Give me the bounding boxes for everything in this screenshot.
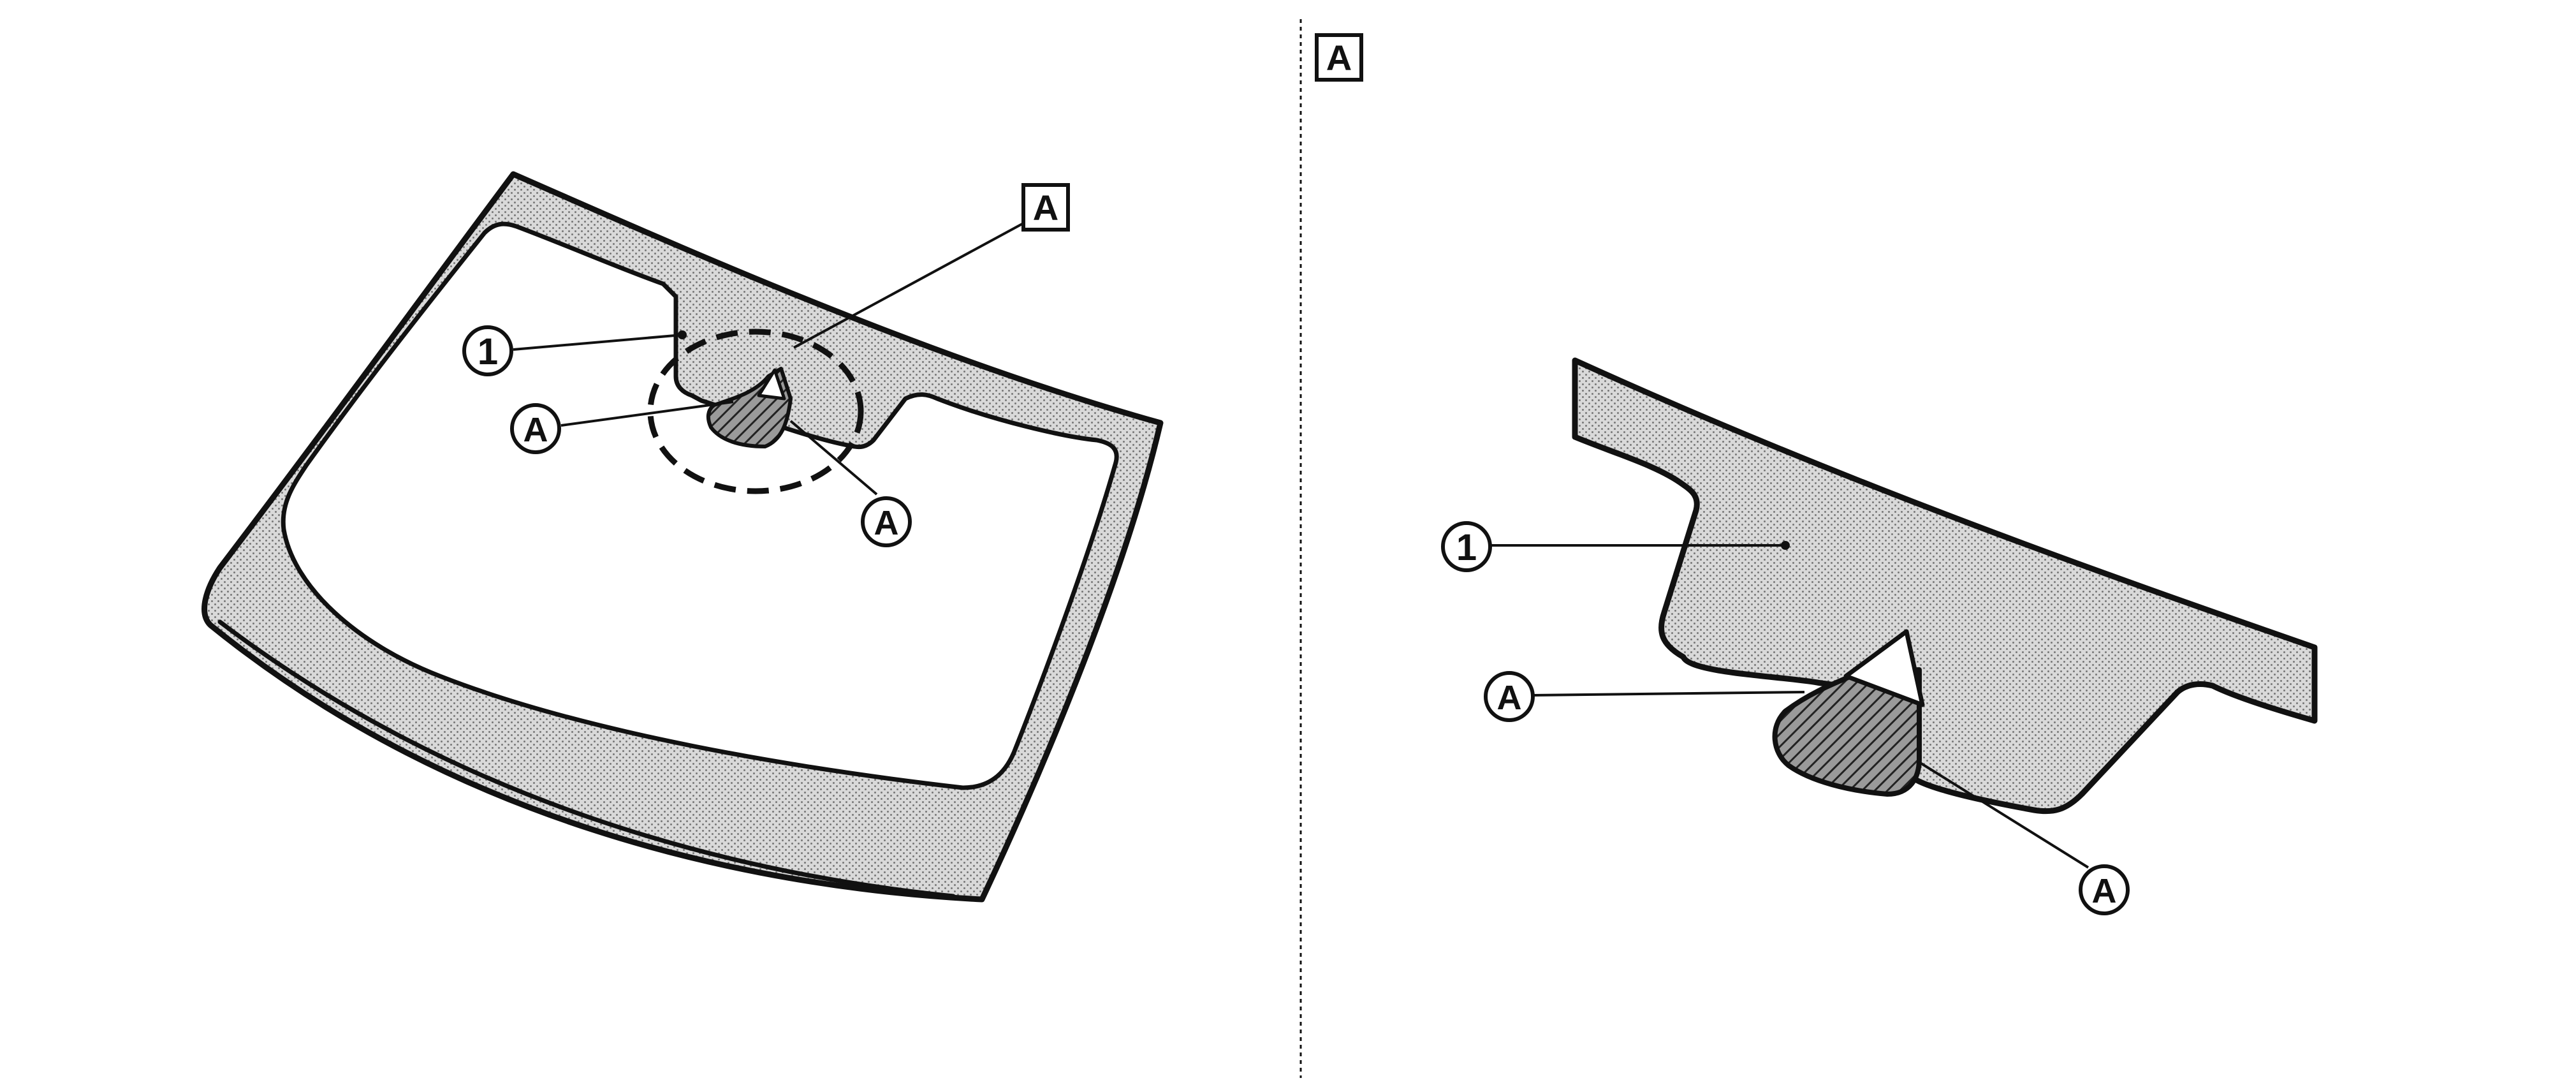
detail-callout-area-a-right-text: A (2092, 872, 2117, 910)
callout-area-a-right-text: A (874, 504, 899, 542)
leader-area-a-right (789, 420, 878, 496)
detail-box-label-text: A (1033, 188, 1058, 228)
detail-ceramic-band (1572, 357, 2318, 815)
windshield-lower-edge (217, 619, 956, 899)
leader-area-a-left (560, 401, 734, 427)
detail-box-label: A (1021, 183, 1070, 232)
detail-callout-area-a-left: A (1484, 671, 1535, 722)
leader-detail-box (793, 222, 1024, 349)
callout-area-a-left-text: A (523, 411, 548, 449)
detail-callout-part-1: 1 (1441, 521, 1492, 572)
sensor-triangle (757, 368, 786, 401)
detail-sensor-triangle (1843, 629, 1925, 707)
callout-area-a-right: A (861, 496, 912, 547)
detail-circle (647, 328, 864, 494)
detail-leader-dot-part-1 (1781, 541, 1790, 550)
callout-part-1-text: 1 (478, 331, 498, 373)
detail-header-label-text: A (1326, 38, 1352, 78)
windshield-overview: A 1 A A (201, 171, 1164, 903)
detail-callout-area-a-right: A (2079, 864, 2130, 915)
detail-callout-part-1-text: 1 (1456, 527, 1477, 568)
callout-area-a-left: A (510, 403, 561, 454)
detail-sensor-area-hatched (1772, 667, 1922, 797)
leader-dot-part-1 (678, 330, 687, 339)
leader-part-1 (513, 334, 683, 351)
detail-view: A 1 A A (1315, 33, 2318, 915)
detail-header-label: A (1315, 33, 1363, 82)
detail-leader-area-a-left (1533, 691, 1805, 697)
callout-part-1: 1 (462, 325, 513, 376)
detail-leader-area-a-right (1918, 761, 2089, 869)
detail-callout-area-a-left-text: A (1497, 679, 1522, 717)
